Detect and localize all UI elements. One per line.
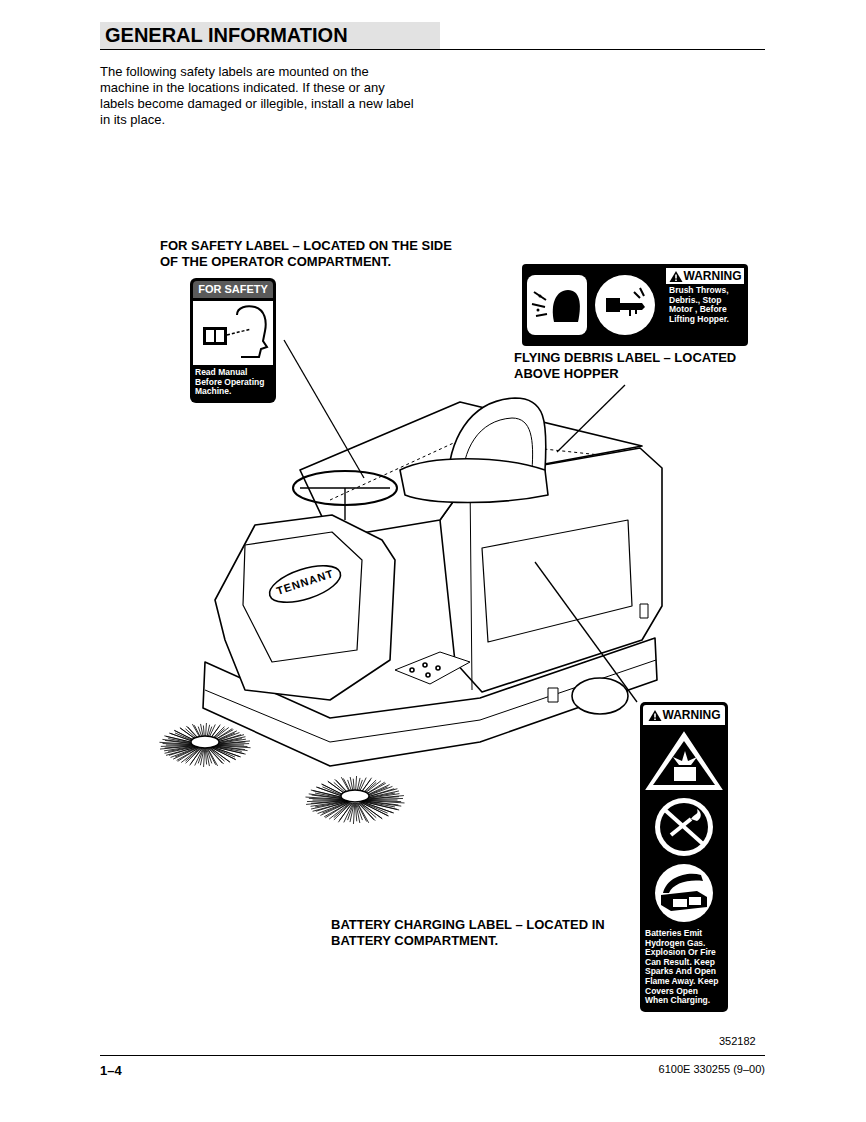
brush-bristle bbox=[206, 748, 210, 766]
warning-triangle bbox=[669, 270, 683, 283]
intro-paragraph: The following safety labels are mounted … bbox=[100, 64, 420, 128]
warning-header: WARNING bbox=[643, 705, 725, 725]
label-location-note: BATTERY CHARGING LABEL – LOCATED IN BATT… bbox=[331, 917, 641, 949]
label-heading: FOR SAFETY bbox=[193, 281, 273, 298]
explosion-pictogram bbox=[643, 729, 725, 793]
safety-label-plaque: WARNINGBrush Throws, Debris., Stop Motor… bbox=[522, 264, 748, 346]
brush-bristle bbox=[211, 747, 236, 760]
warning-triangle bbox=[648, 709, 662, 722]
section-title: GENERAL INFORMATION bbox=[100, 22, 440, 49]
manual-pictogram bbox=[193, 301, 273, 365]
brush-bristle bbox=[205, 748, 206, 765]
key-pictogram bbox=[594, 274, 656, 336]
debris-pictogram bbox=[526, 274, 588, 336]
safety-label-plaque: WARNING Batteries Emit Hydrogen Gas. Expl… bbox=[640, 702, 728, 1012]
page-number: 1–4 bbox=[100, 1063, 160, 1079]
warning-triangle bbox=[669, 270, 683, 283]
brush-bristle bbox=[355, 803, 356, 821]
pictogram-area bbox=[526, 268, 662, 342]
explosion-pictogram bbox=[643, 729, 725, 793]
warning-header: WARNING bbox=[666, 268, 744, 284]
document-number: 6100E 330255 (9–00) bbox=[560, 1063, 765, 1076]
safety-label-plaque: FOR SAFETY Read Manual Before Operating M… bbox=[190, 278, 276, 403]
warning-column: WARNINGBrush Throws, Debris., Stop Motor… bbox=[666, 268, 744, 342]
no-flame-pictogram bbox=[643, 795, 725, 859]
label-location-note: FOR SAFETY LABEL – LOCATED ON THE SIDE O… bbox=[160, 238, 460, 270]
brush-bristle bbox=[363, 798, 403, 799]
brush-bristle bbox=[307, 800, 347, 801]
label-body: Read Manual Before Operating Machine. bbox=[193, 368, 273, 400]
key-pictogram bbox=[594, 274, 656, 336]
no-flame-pictogram bbox=[643, 795, 725, 859]
brush-bristle bbox=[207, 748, 216, 765]
label-body: Brush Throws, Debris., Stop Motor , Befo… bbox=[666, 284, 744, 324]
figure-number: 352182 bbox=[719, 1035, 779, 1048]
debris-pictogram bbox=[526, 274, 588, 336]
warning-triangle bbox=[648, 709, 662, 722]
label-body: Batteries Emit Hydrogen Gas. Explosion O… bbox=[643, 929, 725, 1009]
brush-bristle bbox=[359, 803, 376, 821]
warning-word: WARNING bbox=[663, 708, 721, 722]
brush-bristle bbox=[161, 745, 197, 746]
open-cover-pictogram bbox=[643, 861, 725, 925]
title-band: GENERAL INFORMATION bbox=[100, 22, 440, 49]
brush-bristle bbox=[306, 801, 347, 805]
brush-bristle bbox=[356, 803, 360, 823]
brush-bristle bbox=[160, 746, 197, 749]
brush-bristle bbox=[357, 803, 367, 822]
warning-word: WARNING bbox=[684, 269, 742, 283]
manual-pictogram bbox=[193, 301, 273, 365]
open-cover-pictogram bbox=[643, 861, 725, 925]
label-location-note: FLYING DEBRIS LABEL – LOCATED ABOVE HOPP… bbox=[514, 350, 774, 382]
